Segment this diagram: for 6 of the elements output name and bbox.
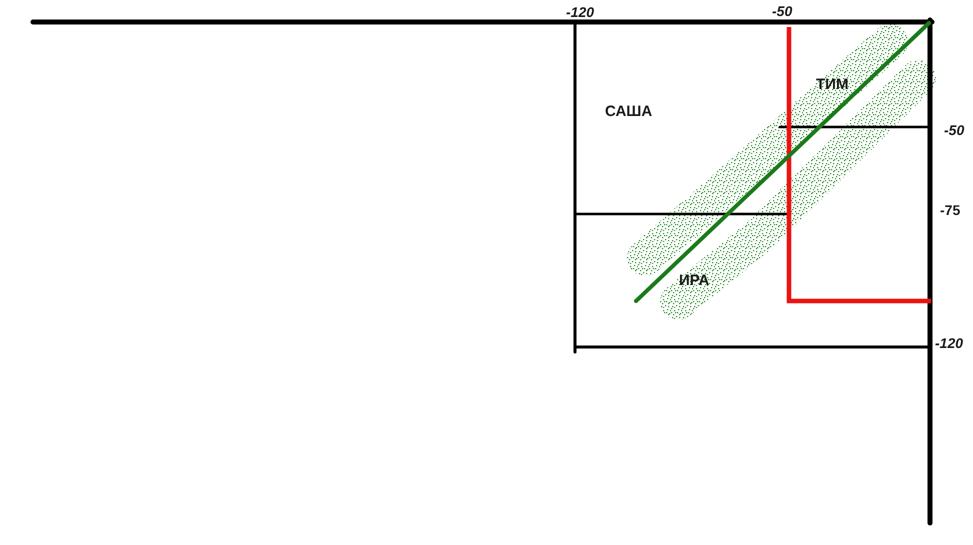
axis-value: -120 <box>566 4 594 20</box>
axis-value: -50 <box>944 122 964 138</box>
axis-value: -50 <box>772 3 792 20</box>
region-label: САША <box>605 103 652 120</box>
axis-value: -75 <box>940 202 960 218</box>
axis-value: -120 <box>935 335 964 352</box>
